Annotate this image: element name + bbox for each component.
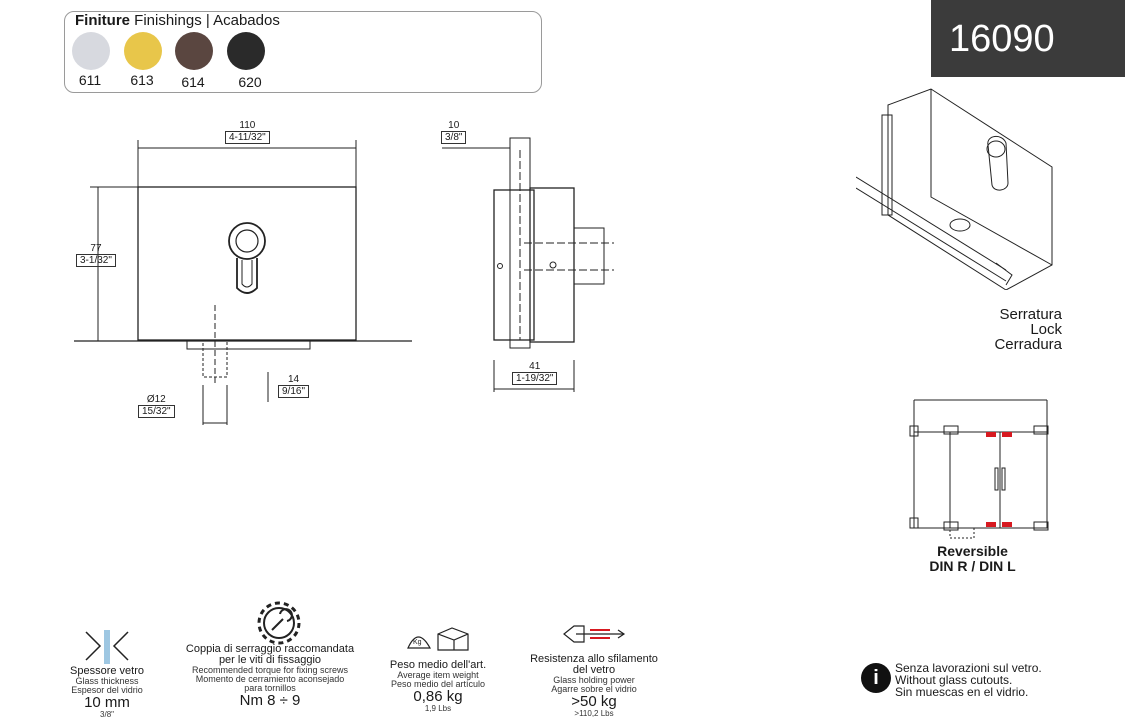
product-code: 16090 [931,0,1125,77]
torque-gear-icon [257,601,301,645]
kg-label: Kg [413,639,422,646]
swatch-code: 620 [238,74,262,90]
spec-weight: Peso medio dell'art. Average item weight… [389,659,487,713]
swatch-614 [175,32,213,70]
glass-thickness-icon [85,630,129,664]
swatch-code: 614 [181,74,205,90]
spec-torque: Coppia di serraggio raccomandata per le … [185,643,355,709]
lock-caption: Serratura Lock Cerradura [994,306,1062,353]
swatch-code: 611 [78,72,102,88]
swatch-611 [72,32,110,70]
finishes-box [64,11,542,93]
reversible-label: Reversible DIN R / DIN L [929,543,1016,574]
glass-note: Senza lavorazioni sul vetro. Without gla… [895,661,1042,699]
technical-drawing [74,137,614,425]
glass-holding-icon [563,625,626,643]
spec-glass-holding: Resistenza allo sfilamento del vetro Gla… [530,653,658,718]
finishes-title: Finiture Finishings | Acabados [75,12,280,29]
swatch-620 [227,32,265,70]
swatch-613 [124,32,162,70]
weight-box-icon: Kg [407,627,469,651]
lock-isometric-drawing [856,88,1053,290]
door-elevation-drawing [909,399,1049,539]
info-icon: i [861,663,891,693]
swatch-code: 613 [130,72,154,88]
spec-glass-thickness: Spessore vetro Glass thickness Espesor d… [70,665,144,719]
